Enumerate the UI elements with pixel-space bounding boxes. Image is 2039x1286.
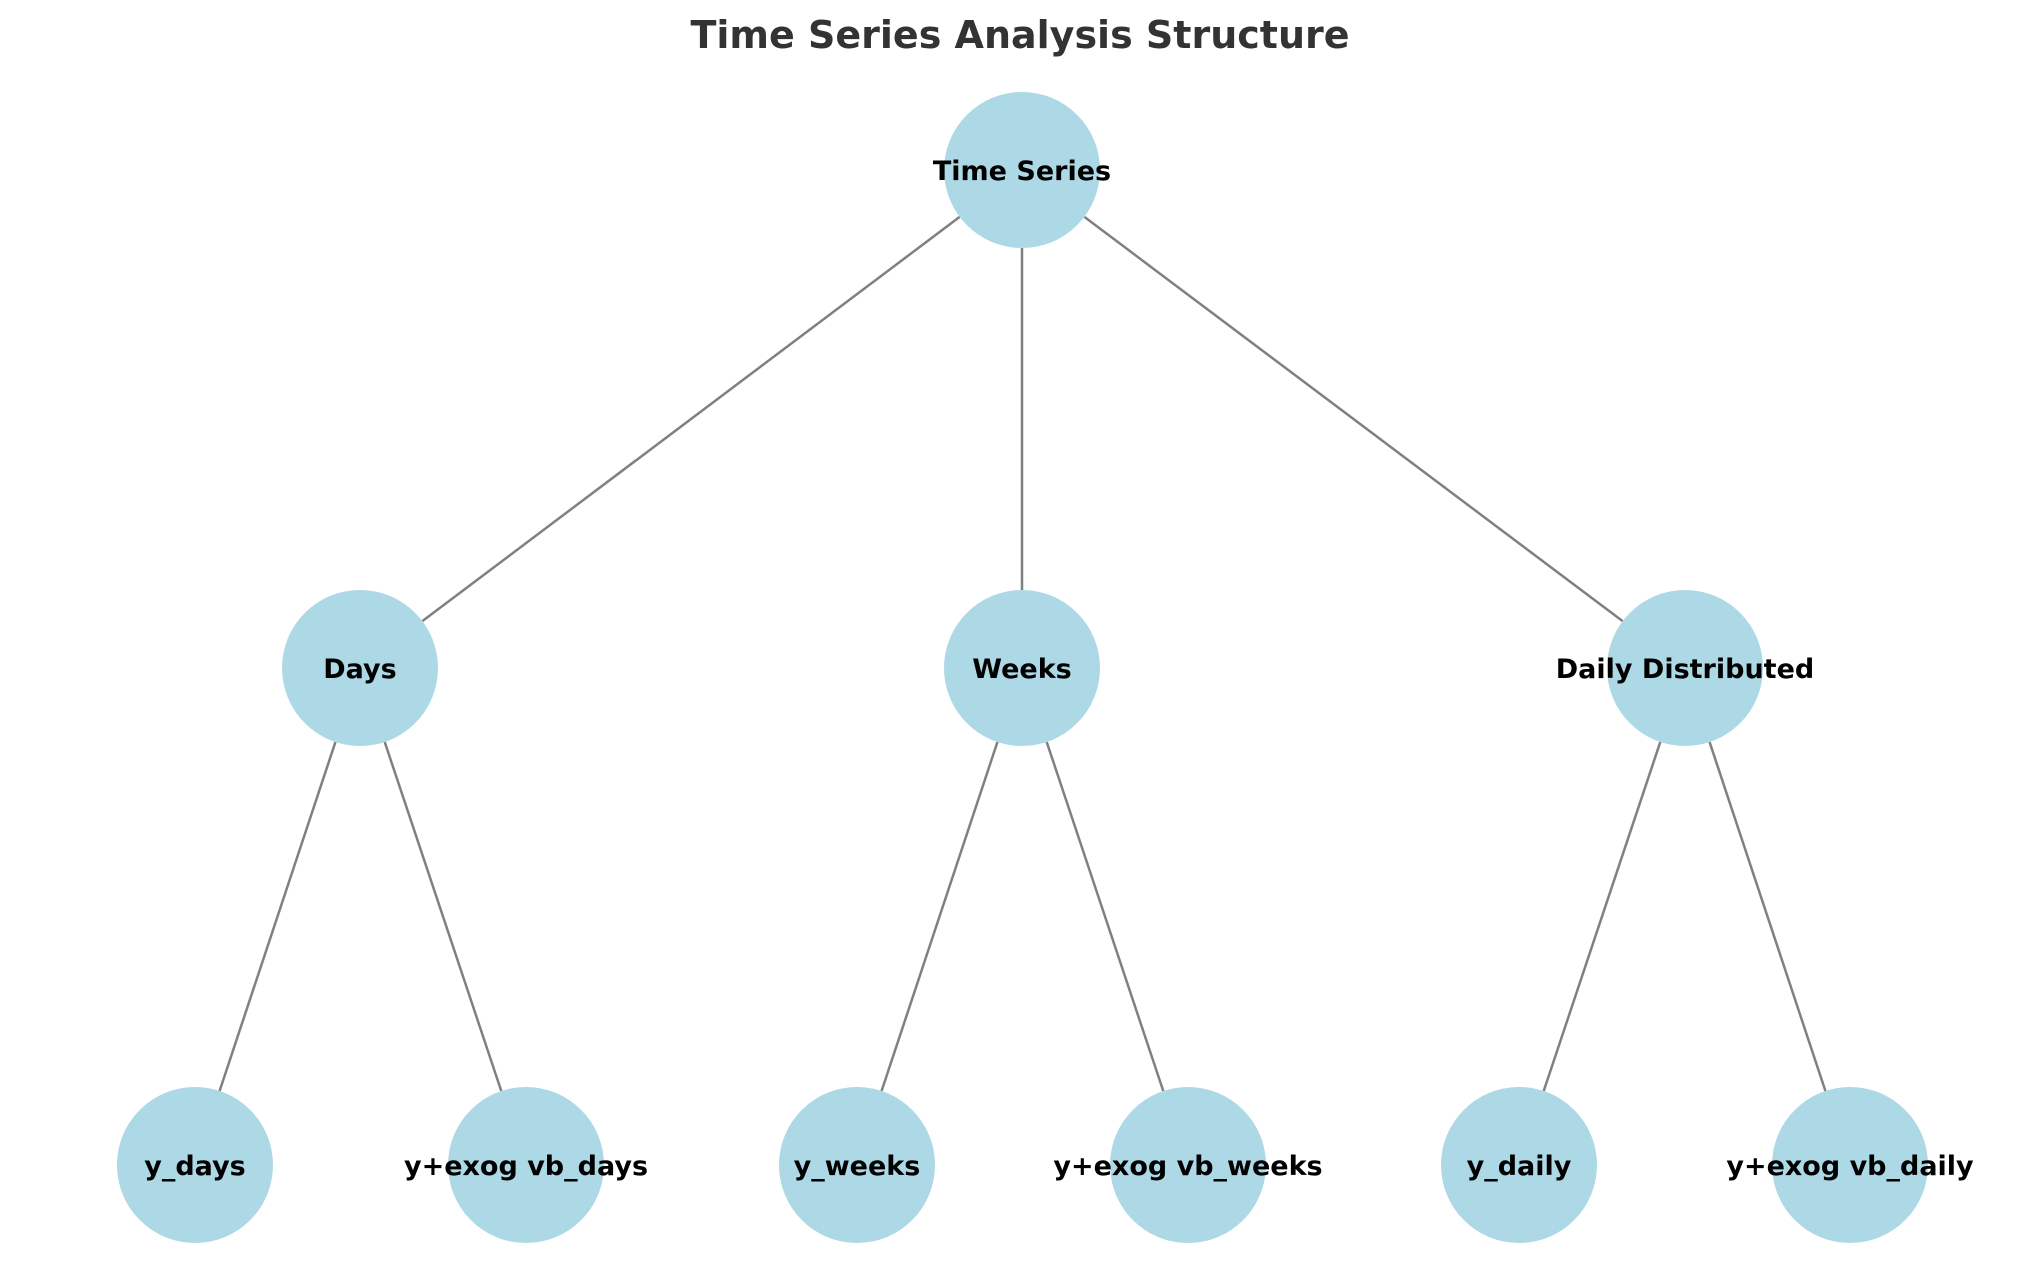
node-label: y+exog vb_days — [404, 1151, 648, 1182]
node-label: y_days — [144, 1151, 246, 1182]
node-label: Daily Distributed — [1556, 654, 1814, 685]
diagram-title: Time Series Analysis Structure — [690, 13, 1349, 57]
edge-daily-distributed-y-daily — [1542, 741, 1662, 1092]
node-y-exog-vb-daily: y+exog vb_daily — [1726, 1087, 1974, 1243]
node-circle — [779, 1087, 935, 1243]
node-circle — [944, 92, 1100, 248]
node-label: y_weeks — [794, 1151, 921, 1182]
node-label: Time Series — [933, 156, 1111, 187]
edge-days-y-days — [218, 741, 337, 1092]
node-days: Days — [282, 590, 438, 746]
edge-weeks-y-exog-vb-weeks — [1045, 741, 1165, 1092]
node-circle — [282, 590, 438, 746]
node-y-exog-vb-days: y+exog vb_days — [404, 1087, 648, 1243]
node-circle — [1441, 1087, 1597, 1243]
edge-days-y-exog-vb-days — [383, 741, 503, 1092]
node-weeks: Weeks — [944, 590, 1100, 746]
node-circle — [448, 1087, 604, 1243]
node-circle — [1607, 590, 1763, 746]
edge-time-series-days — [421, 215, 961, 623]
node-time-series: Time Series — [933, 92, 1111, 248]
node-circle — [1772, 1087, 1928, 1243]
node-label: Weeks — [972, 654, 1071, 685]
node-y-days: y_days — [117, 1087, 273, 1243]
node-circle — [1110, 1087, 1266, 1243]
node-daily-distributed: Daily Distributed — [1556, 590, 1814, 746]
node-y-daily: y_daily — [1441, 1087, 1597, 1243]
node-label: y+exog vb_daily — [1726, 1151, 1974, 1182]
node-y-exog-vb-weeks: y+exog vb_weeks — [1053, 1087, 1323, 1243]
node-y-weeks: y_weeks — [779, 1087, 935, 1243]
edge-time-series-daily-distributed — [1083, 215, 1624, 623]
edge-weeks-y-weeks — [880, 741, 999, 1092]
edge-daily-distributed-y-exog-vb-daily — [1708, 741, 1827, 1092]
edges-layer — [218, 215, 1827, 1092]
node-circle — [944, 590, 1100, 746]
node-label: y+exog vb_weeks — [1053, 1151, 1322, 1182]
node-circle — [117, 1087, 273, 1243]
node-label: y_daily — [1467, 1151, 1572, 1182]
node-label: Days — [323, 654, 396, 685]
